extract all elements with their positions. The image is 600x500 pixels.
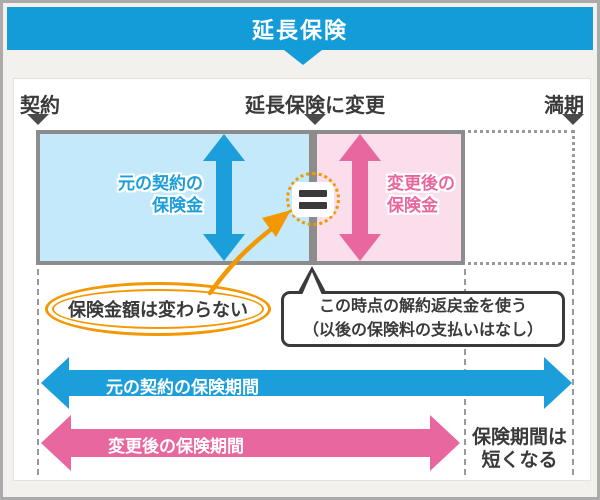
equals-icon [292, 182, 334, 217]
header-bar: 延長保険 [7, 7, 593, 50]
amount-unchanged-ellipse: 保険金額は変わらない [45, 282, 271, 336]
after-benefit-label-line1: 変更後の [387, 174, 455, 193]
bubble-text-line2: （以後の保険料の支払いはなし） [302, 322, 543, 339]
timeline-label-change: 延長保険に変更 [245, 95, 385, 117]
bubble-text-line1: この時点の解約返戻金を使う [318, 298, 527, 315]
bubble-pointer-fill-icon [302, 272, 322, 295]
guide-line-contract [37, 269, 39, 475]
original-benefit-label-line1: 元の契約の [118, 174, 203, 193]
equals-bar [299, 190, 327, 197]
header-pointer-triangle-icon [284, 50, 322, 65]
equals-dotted-circle-icon [286, 172, 340, 226]
original-benefit-label-line2: 保険金 [152, 196, 203, 215]
original-period-label: 元の契約の保険期間 [106, 378, 259, 397]
original-period-arrow-icon [41, 357, 572, 409]
original-benefit-label: 元の契約の 保険金 [63, 173, 203, 217]
after-period-arrow-icon [41, 415, 460, 471]
surrender-value-bubble: この時点の解約返戻金を使う （以後の保険料の支払いはなし） [281, 291, 565, 347]
amount-unchanged-ellipse-inner: 保険金額は変わらない [52, 289, 264, 329]
shorter-period-note-line2: 短くなる [481, 450, 558, 471]
guide-line-maturity [572, 269, 574, 475]
equals-bar [299, 202, 327, 209]
timeline-label-maturity: 満期 [544, 95, 584, 117]
timeline-label-contract: 契約 [20, 95, 60, 117]
after-benefit-label-line2: 保険金 [387, 196, 438, 215]
curved-pointer-arrow-icon [207, 210, 291, 296]
amount-unchanged-note: 保険金額は変わらない [68, 300, 248, 320]
shorter-period-note: 保険期間は 短くなる [466, 426, 573, 472]
pink-vertical-double-arrow-icon [339, 134, 381, 261]
future-period-dotted-box [461, 130, 575, 265]
down-triangle-icon [304, 114, 326, 125]
after-benefit-label: 変更後の 保険金 [387, 173, 467, 217]
blue-vertical-double-arrow-icon [203, 134, 245, 261]
down-triangle-icon [27, 114, 49, 125]
shorter-period-note-line1: 保険期間は [471, 427, 567, 448]
page-title: 延長保険 [251, 17, 348, 43]
down-triangle-icon [562, 114, 584, 125]
after-period-label: 変更後の保険期間 [108, 437, 244, 456]
